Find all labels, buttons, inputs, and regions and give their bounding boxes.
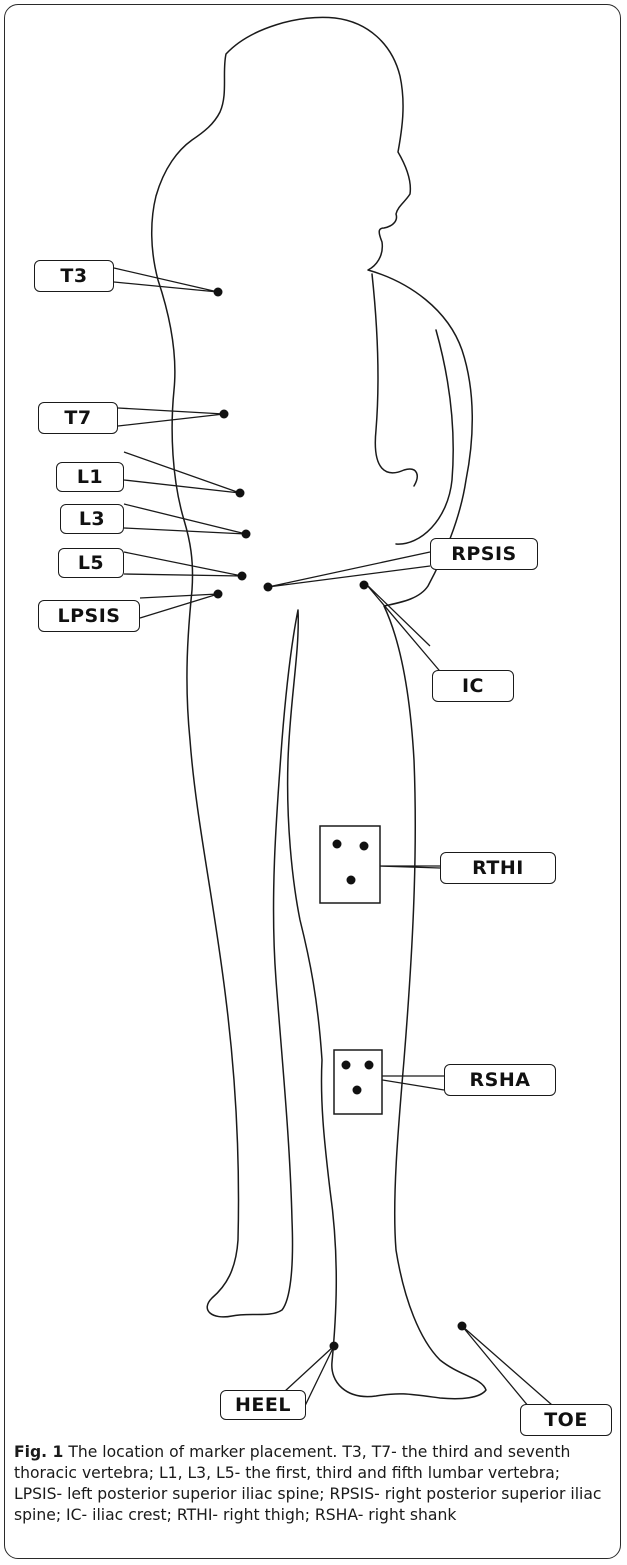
marker-ic xyxy=(359,580,369,590)
label-l5: L5 xyxy=(58,548,124,578)
leader-lpsis xyxy=(139,593,219,619)
figure-caption: Fig. 1 The location of marker placement.… xyxy=(14,1442,612,1526)
leader-t7 xyxy=(117,407,225,427)
label-l1: L1 xyxy=(56,462,124,492)
label-rsha: RSHA xyxy=(444,1064,556,1096)
marker-rthi-3 xyxy=(346,875,356,885)
label-rthi: RTHI xyxy=(440,852,556,884)
label-toe: TOE xyxy=(520,1404,612,1436)
shank-marker-plate xyxy=(333,1049,383,1115)
label-ic: IC xyxy=(432,670,514,702)
right-arm-outline xyxy=(371,273,418,487)
leader-l5 xyxy=(123,551,243,577)
leader-t3 xyxy=(113,267,219,293)
marker-rsha-3 xyxy=(352,1085,362,1095)
body-diagram xyxy=(113,16,561,1431)
label-rpsis: RPSIS xyxy=(430,538,538,570)
leader-l1 xyxy=(123,451,241,494)
leader-rpsis xyxy=(267,551,431,588)
leader-rthi xyxy=(377,865,441,869)
label-l3: L3 xyxy=(60,504,124,534)
caption-text: The location of marker placement. T3, T7… xyxy=(14,1443,602,1524)
marker-rthi-1 xyxy=(332,839,342,849)
marker-rthi-2 xyxy=(359,841,369,851)
figure-number: Fig. 1 xyxy=(14,1443,64,1461)
marker-l5 xyxy=(237,571,247,581)
marker-l1 xyxy=(235,488,245,498)
marker-lpsis xyxy=(213,589,223,599)
thigh-marker-plate xyxy=(319,825,381,904)
leader-ic xyxy=(365,583,445,677)
leader-heel xyxy=(283,1345,335,1413)
marker-heel xyxy=(329,1341,339,1351)
label-t3: T3 xyxy=(34,260,114,292)
left-arm-outline xyxy=(395,329,454,545)
leader-l3 xyxy=(123,503,247,535)
marker-rpsis xyxy=(263,582,273,592)
label-lpsis: LPSIS xyxy=(38,600,140,632)
label-t7: T7 xyxy=(38,402,118,434)
marker-rsha-1 xyxy=(341,1060,351,1070)
marker-t7 xyxy=(219,409,229,419)
marker-l3 xyxy=(241,529,251,539)
marker-t3 xyxy=(213,287,223,297)
marker-toe xyxy=(457,1321,467,1331)
figure-illustration: T3 T7 L1 L3 L5 LPSIS RPSIS IC RTHI RSHA … xyxy=(34,16,612,1436)
label-heel: HEEL xyxy=(220,1390,306,1420)
body-outline xyxy=(151,16,487,1400)
marker-rsha-2 xyxy=(364,1060,374,1070)
